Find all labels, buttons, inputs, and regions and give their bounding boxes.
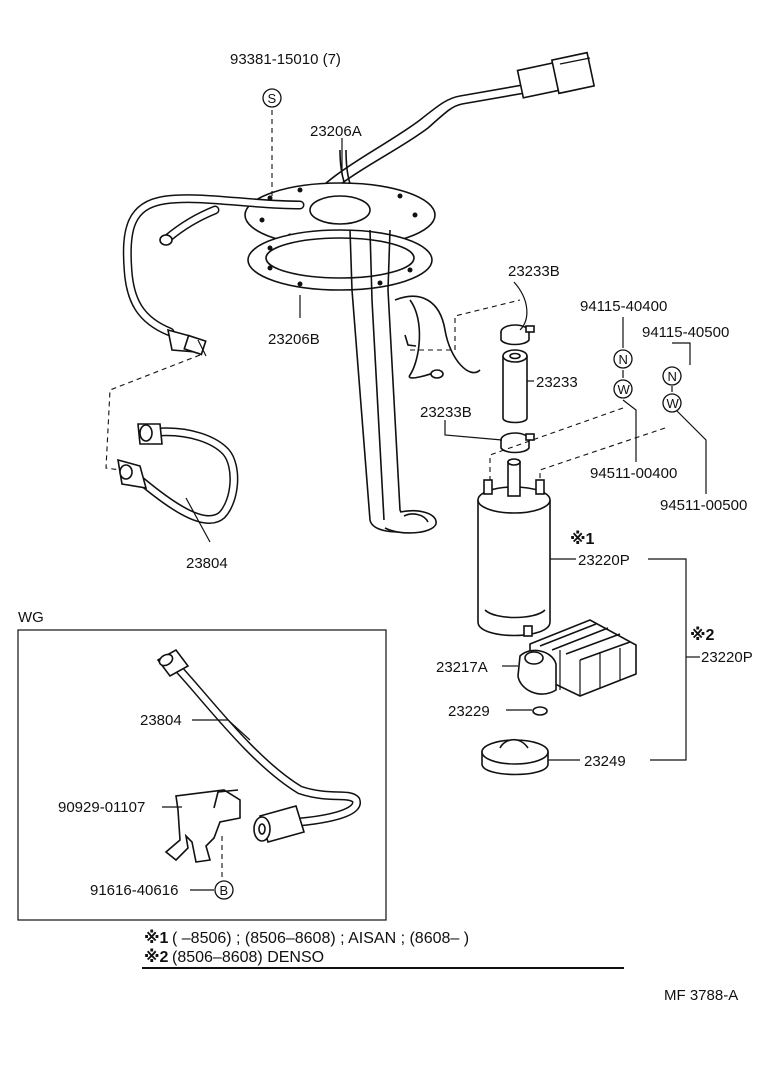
fuel-return-pipe [122, 194, 305, 357]
label-23220P-1: 23220P [578, 552, 630, 569]
symbol-w-circle-1 [613, 379, 633, 399]
label-93381-15010: 93381-15010 (7) [230, 51, 341, 68]
clamp-23233B-bottom [500, 432, 535, 454]
label-94511-00500: 94511-00500 [660, 497, 747, 514]
inset-clamp-bracket [164, 789, 306, 863]
symbol-s-circle [262, 88, 282, 108]
symbol-s: S [268, 91, 277, 106]
suction-tube [349, 229, 437, 534]
footer-code: MF 3788-A [664, 987, 738, 1004]
mark-2: ※2 [690, 626, 715, 644]
symbol-w-circle-2 [662, 393, 682, 413]
gasket-23206B [247, 229, 433, 291]
label-23233B-bottom: 23233B [420, 404, 472, 421]
label-23804-top: 23804 [186, 555, 228, 572]
label-94115-40500: 94115-40500 [642, 324, 729, 341]
hose-23233 [502, 349, 528, 424]
note-mark-2: ※2 [144, 948, 169, 966]
symbol-n-2: N [668, 369, 677, 384]
hose-23804 [117, 423, 239, 524]
mark-1: ※1 [570, 530, 595, 548]
label-94511-00400: 94511-00400 [590, 465, 677, 482]
label-23206B: 23206B [268, 331, 320, 348]
pump-wire-harness [394, 295, 481, 374]
label-23233: 23233 [536, 374, 578, 391]
label-23233B-top: 23233B [508, 263, 560, 280]
inset-label-91616-40616: 91616-40616 [90, 882, 178, 899]
label-23206A: 23206A [310, 123, 362, 140]
symbol-w-2: W [667, 396, 680, 411]
note-mark-1: ※1 [144, 929, 169, 947]
inset-title: WG [18, 609, 44, 626]
inset-label-23804: 23804 [140, 712, 182, 729]
label-23220P-2: 23220P [701, 649, 753, 666]
inset-hose-23804 [156, 648, 361, 827]
label-23249: 23249 [584, 753, 626, 770]
clip-23229 [532, 706, 548, 716]
note-line-2: (8506–8608) DENSO [172, 949, 324, 966]
inset-box [17, 629, 387, 921]
label-94115-40400: 94115-40400 [580, 298, 667, 315]
clamp-23233B-top [500, 324, 535, 346]
fuel-pump-23220P [477, 458, 551, 637]
symbol-b: B [220, 883, 229, 898]
inset-label-90929-01107: 90929-01107 [58, 799, 145, 816]
note-line-1: ( –8506) ; (8506–8608) ; AISAN ; (8608– … [172, 930, 469, 947]
symbol-b-circle [214, 880, 234, 900]
label-23217A: 23217A [436, 659, 488, 676]
label-23229: 23229 [448, 703, 490, 720]
filter-23217A [517, 619, 637, 697]
symbol-n-1: N [619, 352, 628, 367]
symbol-n-circle-1 [613, 349, 633, 369]
symbol-w-1: W [618, 382, 631, 397]
cushion-23249 [481, 738, 549, 776]
symbol-n-circle-2 [662, 366, 682, 386]
